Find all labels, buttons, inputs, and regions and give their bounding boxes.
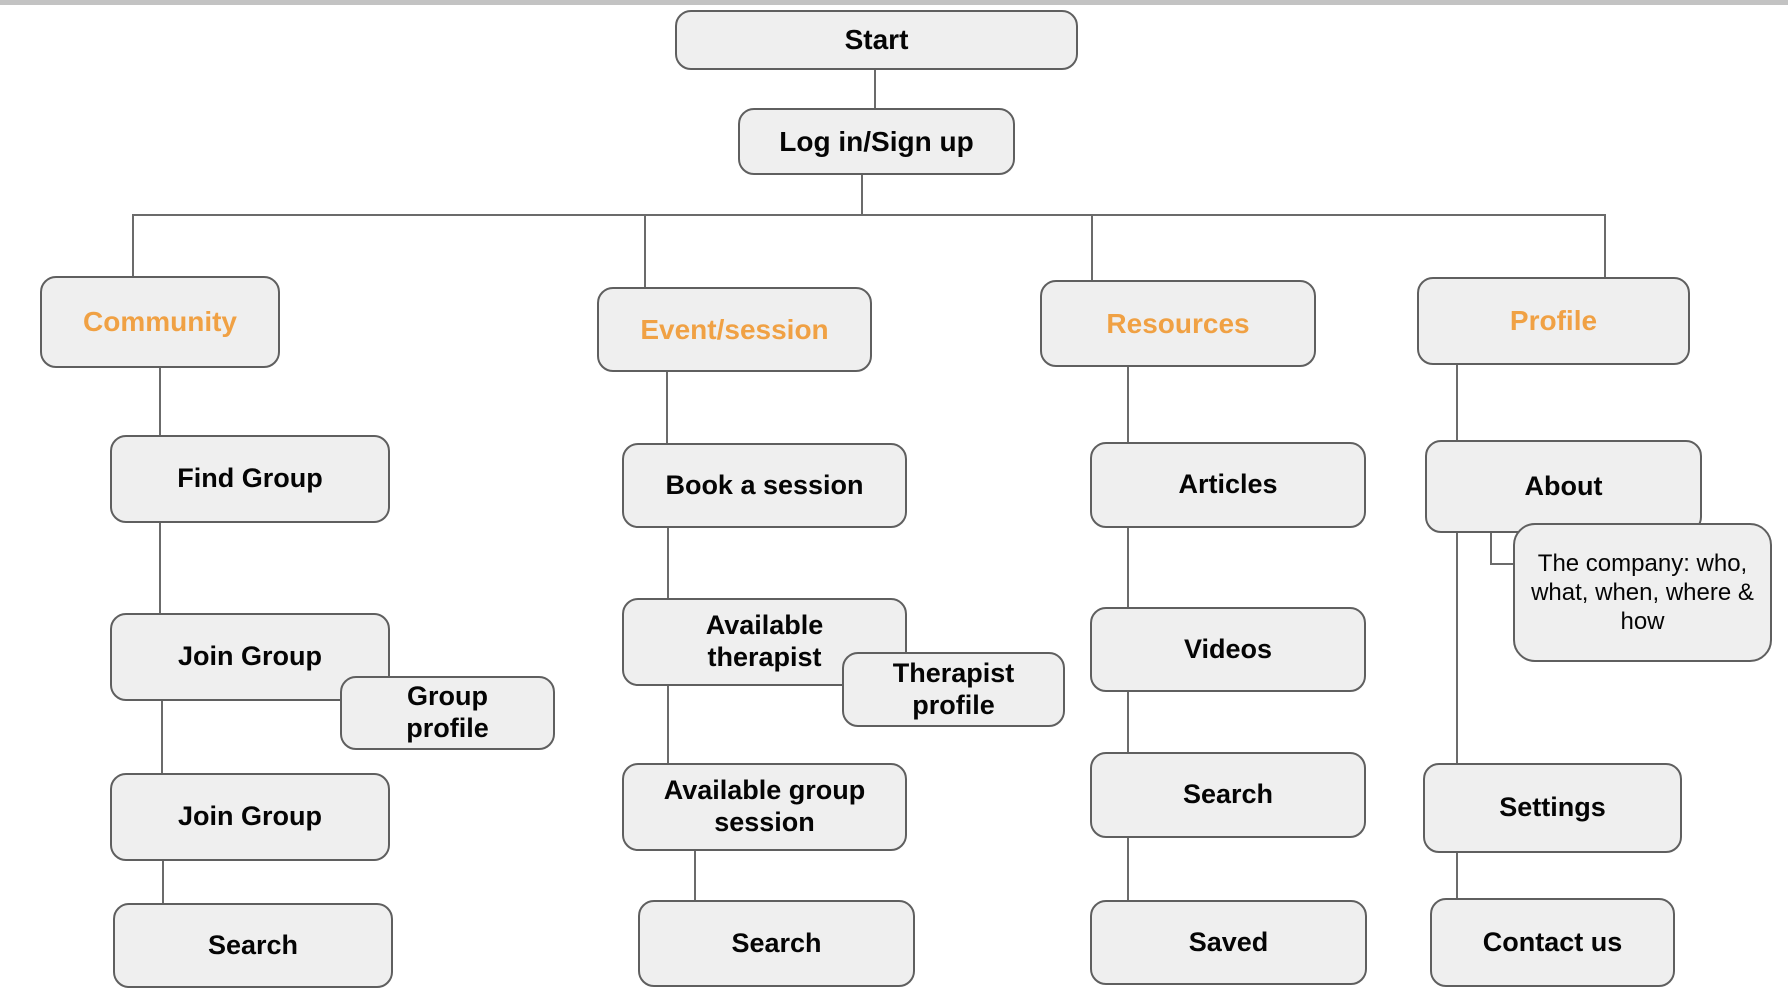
connector-branch-bar	[132, 214, 1606, 216]
node-available-group-session: Available group session	[622, 763, 907, 851]
node-videos: Videos	[1090, 607, 1366, 692]
node-community-header: Community	[40, 276, 280, 368]
node-profile-header: Profile	[1417, 277, 1690, 365]
node-search-resources: Search	[1090, 752, 1366, 838]
connector-booksession-therapist	[667, 528, 669, 598]
connector-findgroup-joingroup	[159, 523, 161, 613]
node-resources-header: Resources	[1040, 280, 1316, 367]
node-search-community: Search	[113, 903, 393, 988]
connector-event-booksession	[666, 372, 668, 443]
node-therapist-profile: Therapist profile	[842, 652, 1065, 727]
node-articles: Articles	[1090, 442, 1366, 528]
node-about: About	[1425, 440, 1702, 533]
node-group-profile: Group profile	[340, 676, 555, 750]
node-search-event: Search	[638, 900, 915, 987]
node-event-session-header: Event/session	[597, 287, 872, 372]
connector-drop-resources	[1091, 214, 1093, 280]
connector-therapist-groupsession	[667, 686, 669, 763]
connector-settings-contact	[1456, 853, 1458, 898]
connector-login-branch	[861, 174, 863, 215]
connector-search-saved	[1127, 838, 1129, 900]
connector-about-settings	[1456, 533, 1458, 763]
node-start: Start	[675, 10, 1078, 70]
node-settings: Settings	[1423, 763, 1682, 853]
connector-drop-profile	[1604, 214, 1606, 277]
connector-drop-event	[644, 214, 646, 287]
node-join-group-2: Join Group	[110, 773, 390, 861]
node-login-signup: Log in/Sign up	[738, 108, 1015, 175]
connector-about-note-elbow-v	[1490, 533, 1492, 565]
connector-community-findgroup	[159, 368, 161, 435]
top-border-strip	[0, 0, 1788, 5]
node-join-group-1: Join Group	[110, 613, 390, 701]
connector-start-login	[874, 70, 876, 108]
connector-drop-community	[132, 214, 134, 276]
node-contact-us: Contact us	[1430, 898, 1675, 987]
connector-joingroup-joingroup2	[161, 701, 163, 773]
connector-profile-about	[1456, 365, 1458, 440]
node-book-session: Book a session	[622, 443, 907, 528]
node-saved: Saved	[1090, 900, 1367, 985]
connector-groupsession-search	[694, 851, 696, 900]
connector-joingroup2-search	[162, 861, 164, 903]
connector-about-note-elbow-h	[1490, 563, 1515, 565]
connector-resources-articles	[1127, 367, 1129, 442]
node-company-note: The company: who, what, when, where & ho…	[1513, 523, 1772, 662]
connector-articles-videos	[1127, 528, 1129, 607]
node-find-group: Find Group	[110, 435, 390, 523]
connector-videos-search	[1127, 692, 1129, 752]
